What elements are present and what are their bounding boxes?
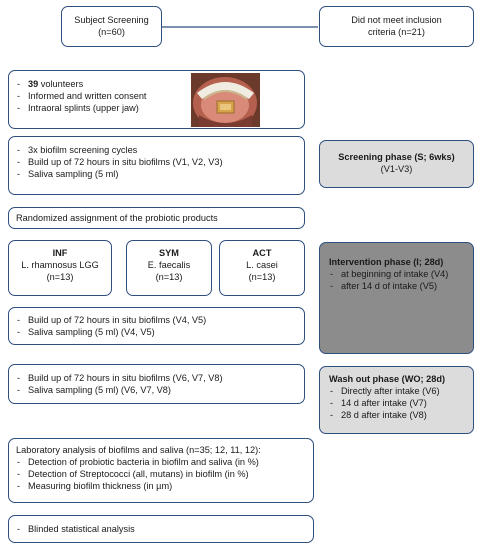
volunteers-count: 39	[28, 79, 39, 89]
screening-cycles-box: 3x biofilm screening cycles Build up of …	[8, 136, 305, 195]
group-box-inf: INF L. rhamnosus LGG (n=13)	[8, 240, 112, 296]
excluded-line-1: Did not meet inclusion	[351, 15, 442, 25]
intervention-sampling-box: Build up of 72 hours in situ biofilms (V…	[8, 307, 305, 345]
lab-analysis-item: Detection of probiotic bacteria in biofi…	[16, 456, 313, 468]
intervention-phase-box: Intervention phase (I; 28d) at beginning…	[319, 242, 474, 354]
intervention-phase-item: at beginning of intake (V4)	[329, 268, 473, 280]
intervention-sampling-item: Build up of 72 hours in situ biofilms (V…	[16, 314, 304, 326]
subject-screening-count: (n=60)	[98, 27, 125, 37]
lab-analysis-title: Laboratory analysis of biofilms and sali…	[16, 445, 261, 455]
group-count: (n=13)	[46, 272, 74, 282]
group-strain: E. faecalis	[147, 260, 191, 270]
screening-phase-visits: (V1-V3)	[380, 164, 413, 174]
group-count: (n=13)	[248, 272, 276, 282]
intraoral-splint-photo	[191, 73, 260, 127]
screening-phase-title: Screening phase (S; 6wks)	[338, 152, 455, 162]
washout-sampling-item: Build up of 72 hours in situ biofilms (V…	[16, 372, 304, 384]
volunteers-item: Informed and written consent	[16, 90, 304, 102]
group-strain: L. rhamnosus LGG	[21, 260, 99, 270]
washout-sampling-box: Build up of 72 hours in situ biofilms (V…	[8, 364, 305, 404]
subject-screening-box: Subject Screening (n=60)	[61, 6, 162, 47]
group-code: ACT	[252, 248, 272, 258]
group-code: INF	[52, 248, 68, 258]
excluded-line-2: criteria (n=21)	[368, 27, 425, 37]
subject-screening-title: Subject Screening	[74, 15, 149, 25]
screening-phase-box: Screening phase (S; 6wks) (V1-V3)	[319, 140, 474, 188]
lab-analysis-item: Measuring biofilm thickness (in µm)	[16, 480, 313, 492]
screening-cycles-item: Build up of 72 hours in situ biofilms (V…	[16, 156, 304, 168]
volunteers-count-item: 39 volunteers	[16, 78, 304, 90]
excluded-box: Did not meet inclusion criteria (n=21)	[319, 6, 474, 47]
group-box-sym: SYM E. faecalis (n=13)	[126, 240, 212, 296]
group-box-act: ACT L. casei (n=13)	[219, 240, 305, 296]
washout-phase-item: 28 d after intake (V8)	[329, 409, 473, 421]
washout-phase-title: Wash out phase (WO; 28d)	[329, 374, 446, 384]
washout-phase-item: 14 d after intake (V7)	[329, 397, 473, 409]
lab-analysis-box: Laboratory analysis of biofilms and sali…	[8, 438, 314, 503]
statistical-analysis-text: Blinded statistical analysis	[16, 523, 313, 535]
washout-sampling-item: Saliva sampling (5 ml) (V6, V7, V8)	[16, 384, 304, 396]
volunteers-count-label: volunteers	[38, 79, 84, 89]
randomization-text: Randomized assignment of the probiotic p…	[16, 213, 218, 223]
screening-cycles-item: Saliva sampling (5 ml)	[16, 168, 304, 180]
group-count: (n=13)	[155, 272, 183, 282]
volunteers-box: 39 volunteers Informed and written conse…	[8, 70, 305, 129]
group-code: SYM	[159, 248, 179, 258]
group-strain: L. casei	[246, 260, 278, 270]
intervention-phase-title: Intervention phase (I; 28d)	[329, 257, 444, 267]
intervention-phase-item: after 14 d of intake (V5)	[329, 280, 473, 292]
randomization-box: Randomized assignment of the probiotic p…	[8, 207, 305, 229]
screening-cycles-item: 3x biofilm screening cycles	[16, 144, 304, 156]
washout-phase-box: Wash out phase (WO; 28d) Directly after …	[319, 366, 474, 434]
intervention-sampling-item: Saliva sampling (5 ml) (V4, V5)	[16, 326, 304, 338]
statistical-analysis-box: Blinded statistical analysis	[8, 515, 314, 543]
washout-phase-item: Directly after intake (V6)	[329, 385, 473, 397]
volunteers-item: Intraoral splints (upper jaw)	[16, 102, 304, 114]
lab-analysis-item: Detection of Streptococci (all, mutans) …	[16, 468, 313, 480]
